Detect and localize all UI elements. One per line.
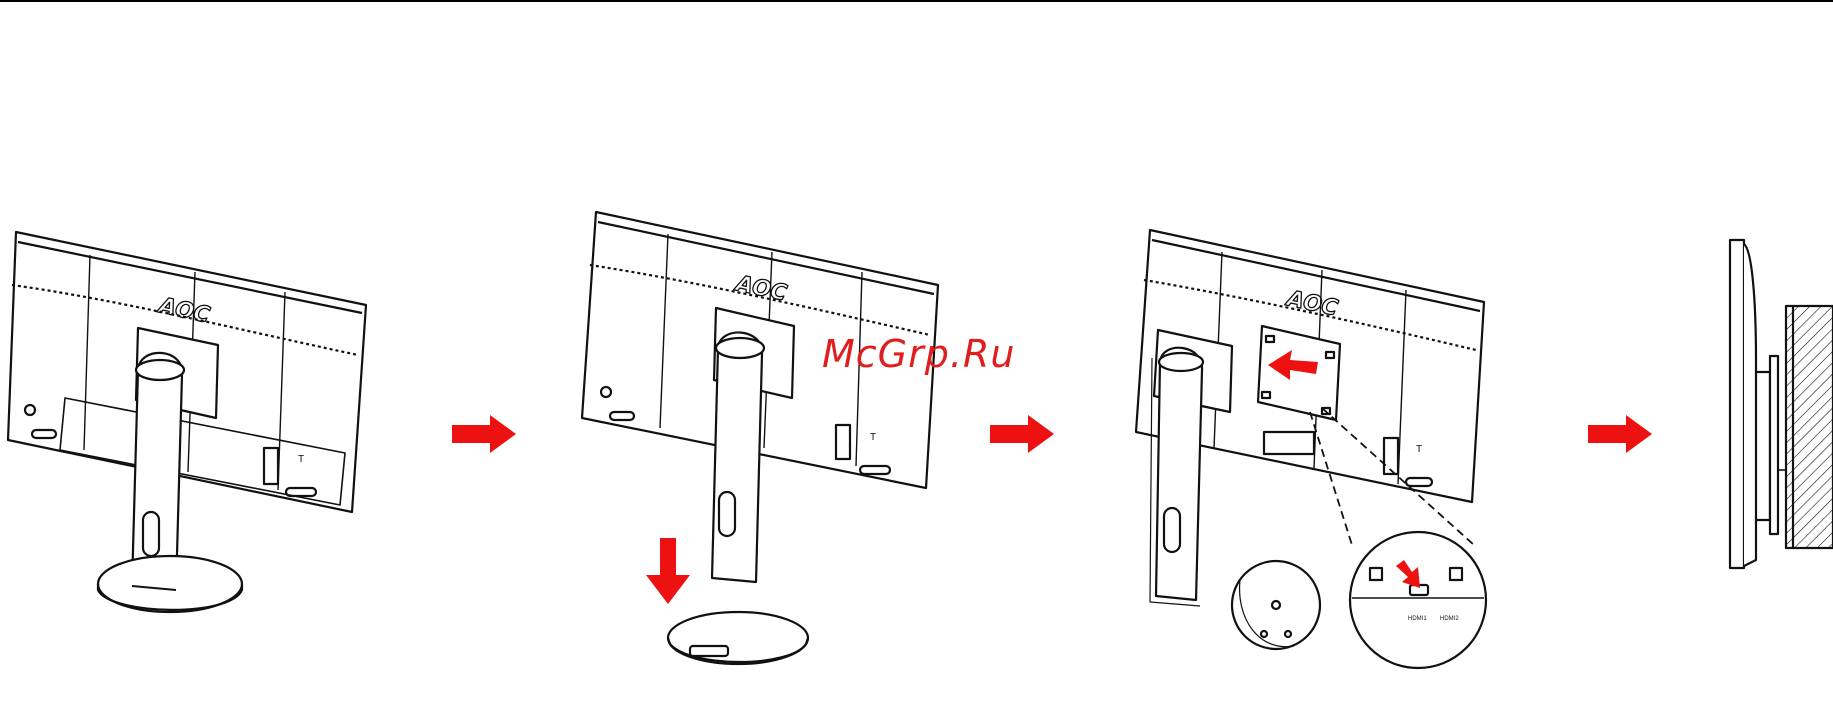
port-label-hdmi2: HDMI2: [1440, 616, 1459, 622]
step3-remove-stand: AOC T HDMI1 HDMI2: [1136, 230, 1486, 668]
base-down-arrow: [646, 538, 690, 604]
step-arrow-1: [452, 415, 516, 453]
step4-wall-mounted: [1730, 240, 1833, 568]
step-arrow-3: [1588, 415, 1652, 453]
svg-text:T: T: [1416, 444, 1422, 455]
svg-text:T: T: [870, 432, 876, 443]
step-arrow-2: [990, 415, 1054, 453]
step2-remove-base: AOC T: [582, 212, 938, 664]
port-label-hdmi1: HDMI1: [1408, 616, 1427, 622]
step1-monitor-with-stand: AOC T: [8, 232, 366, 612]
watermark: McGrp.Ru: [822, 332, 1015, 376]
svg-text:T: T: [298, 454, 304, 465]
